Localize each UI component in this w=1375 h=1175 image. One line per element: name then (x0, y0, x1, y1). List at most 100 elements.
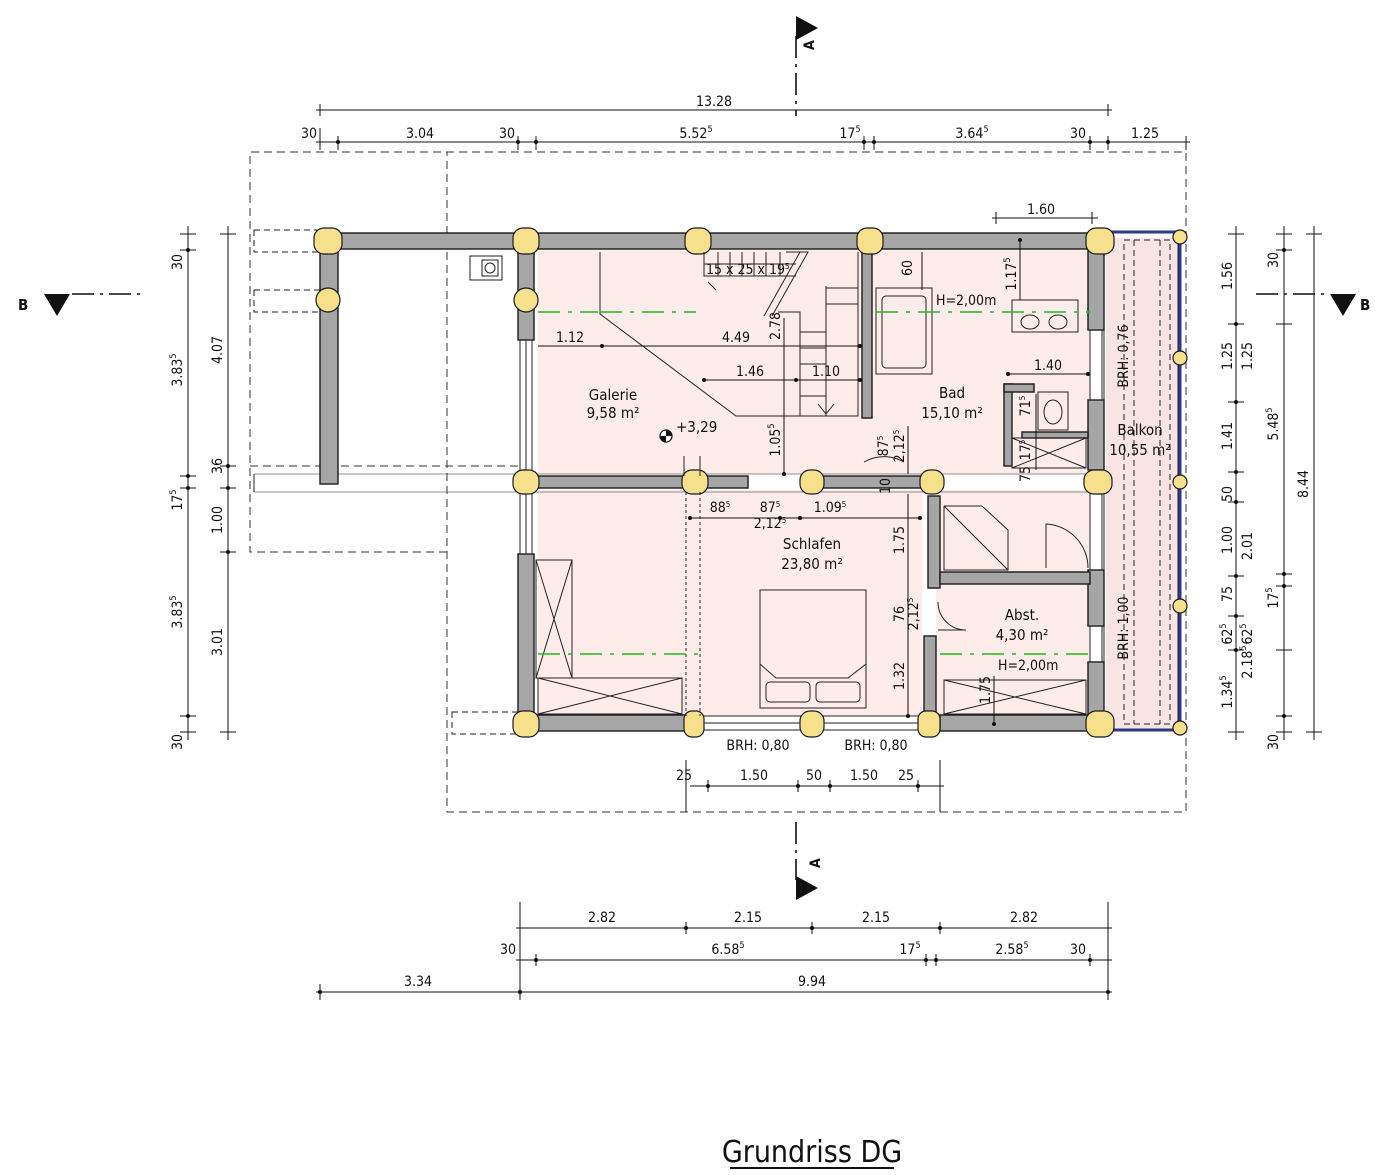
dim-top: 175 (839, 125, 860, 142)
bathtub-icon (875, 287, 933, 375)
dim-bottom: 2.585 (995, 941, 1028, 958)
dim-interior: 1.095 (814, 500, 847, 516)
dim-window: 1.50 (740, 768, 768, 784)
dim-interior: 10 (878, 478, 894, 494)
dim-right-b: 5.485 (1265, 407, 1282, 440)
bed-icon (759, 589, 867, 709)
post (1172, 720, 1188, 736)
roof-outline (249, 151, 1187, 813)
dim-right-b: 30 (1266, 734, 1282, 750)
dim-right-a: 1.25 (1220, 342, 1236, 370)
post (513, 287, 539, 313)
height-abst: H=2,00m (998, 658, 1058, 674)
post (1172, 598, 1188, 614)
dim-interior: 4.49 (722, 330, 750, 346)
level-text: +3,29 (676, 418, 717, 436)
dim-right-b: 625 (1239, 623, 1256, 644)
dim-bad-width: 1.60 (1027, 202, 1055, 218)
dim-interior: 885 (710, 500, 731, 516)
stove-icon (469, 255, 503, 281)
dimension-labels: 13.28 30 3.04 30 5.525 175 3.645 30 1.25… (169, 94, 1312, 990)
brh-bad: BRH: 0,76 (1116, 324, 1132, 387)
dim-bottom: 2.15 (862, 910, 890, 926)
section-arrow-b-left (44, 294, 70, 316)
storage-icon (943, 505, 1009, 571)
height-bad: H=2,00m (936, 293, 996, 309)
stove-icon-inner (481, 259, 499, 277)
post (1085, 227, 1115, 255)
dim-left: 3.835 (169, 595, 186, 628)
floor-abst (936, 490, 1090, 716)
room-name-abst: Abst. (1005, 606, 1039, 624)
wall-bad-left (861, 241, 873, 419)
section-label-a-bottom: A (808, 858, 824, 868)
room-name-galerie: Galerie (589, 386, 637, 404)
dim-left: 30 (170, 254, 186, 270)
post (512, 227, 540, 255)
dim-left-inner: 4.07 (210, 336, 226, 364)
room-name-bad: Bad (939, 384, 965, 402)
dim-right-b: 30 (1266, 252, 1282, 268)
dim-interior: 1.12 (556, 330, 584, 346)
dim-right-a: 1.345 (1219, 675, 1236, 708)
brh-window-1: BRH: 0,80 (726, 738, 789, 754)
dim-bottom: 2.15 (734, 910, 762, 926)
dim-window: 25 (676, 768, 692, 784)
dim-right-a: 1.00 (1220, 526, 1236, 554)
wall-wc (1003, 383, 1013, 467)
shower-icon (1011, 437, 1087, 469)
post (1172, 229, 1188, 245)
dim-interior: 875 (760, 500, 781, 516)
dim-right-b: 2.01 (1240, 532, 1256, 560)
roof-outline-line (249, 151, 1187, 813)
dim-interior: 1.40 (1034, 358, 1062, 374)
sink-basin-1 (1020, 314, 1040, 330)
dim-left-inner: 3.01 (210, 628, 226, 656)
door-arc (937, 601, 967, 631)
dim-left: 3.835 (169, 353, 186, 386)
post (512, 710, 540, 738)
room-name-schlafen: Schlafen (783, 535, 841, 553)
floor-schlafen (538, 490, 922, 716)
wardrobe-icon (943, 679, 1087, 715)
dim-window: 50 (806, 768, 822, 784)
dim-interior: 1.175 (1003, 257, 1020, 290)
dimension-dots (186, 140, 1286, 994)
dim-right-a: 1.56 (1220, 262, 1236, 290)
dimension-lines (180, 104, 1322, 1000)
room-labels: Galerie 9,58 m² Bad 15,10 m² Balkon 10,5… (587, 384, 1171, 644)
annotations: 15 x 25 x 195 H=2,00m H=2,00m BRH: 0,76 … (706, 262, 1132, 754)
pillow-icon (815, 681, 861, 703)
dim-left: 175 (169, 489, 186, 510)
dim-right-a: 1.41 (1220, 422, 1236, 450)
room-area-abst: 4,30 m² (996, 626, 1049, 644)
wall-right-1 (1087, 241, 1105, 331)
dim-bottom: 2.82 (588, 910, 616, 926)
post (917, 710, 941, 738)
wall-abst-v2 (923, 635, 937, 719)
brh-window-2: BRH: 0,80 (844, 738, 907, 754)
dim-bottom: 30 (500, 942, 516, 958)
dim-interior: 75 (1018, 466, 1034, 482)
dim-right-b: 1.25 (1240, 342, 1256, 370)
wall-left-outer (319, 241, 339, 485)
sink-icon (1011, 299, 1079, 333)
section-lines (538, 311, 1090, 655)
post (1083, 469, 1113, 495)
floor-areas (538, 238, 1178, 730)
wall-right-2 (1087, 399, 1105, 471)
dim-interior: 175 (1018, 440, 1034, 461)
dim-interior: 2,125 (906, 598, 922, 631)
post (512, 469, 540, 495)
window-bad-right (1089, 329, 1103, 401)
page-title: Grundriss DG (722, 1135, 902, 1170)
wall-mid-1 (533, 475, 749, 489)
section-label-b-left: B (18, 296, 28, 314)
wall-bottom-right (939, 714, 1093, 732)
wall-abst-h (939, 571, 1091, 585)
brh-balkon: BRH: 1,00 (1116, 596, 1132, 659)
post (1172, 474, 1188, 490)
dim-right-total: 8.44 (1296, 470, 1312, 498)
balcony-inner-dashed (1123, 239, 1171, 725)
dim-interior: 1.055 (767, 423, 784, 456)
